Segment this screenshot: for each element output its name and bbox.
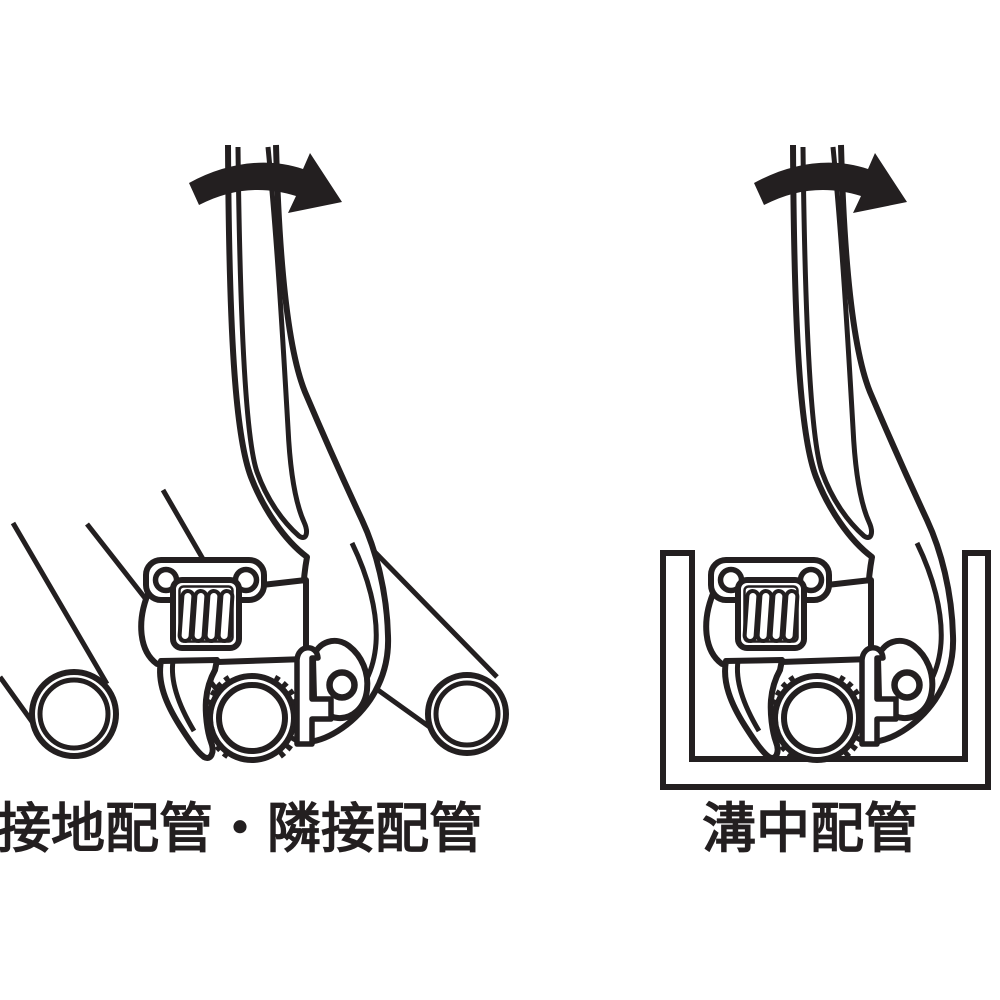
ground-pipe-right-inner bbox=[433, 680, 501, 748]
trench-channel bbox=[660, 550, 991, 790]
pipe-edge-line bbox=[10, 521, 110, 686]
right-scene bbox=[660, 145, 991, 790]
caption-ground-adjacent-piping: 接地配管・隣接配管 bbox=[0, 798, 483, 859]
pipe-edge-line bbox=[365, 542, 499, 679]
pipe-wrench-left bbox=[141, 145, 388, 760]
caption-trench-piping: 溝中配管 bbox=[702, 798, 918, 859]
pipe-wrench-right bbox=[706, 145, 953, 760]
ground-pipe-right bbox=[365, 542, 499, 731]
ground-pipe-left-inner bbox=[37, 677, 111, 751]
pipe-edge-line bbox=[160, 488, 210, 568]
left-scene bbox=[0, 145, 509, 760]
pipe-edge-line bbox=[376, 687, 433, 731]
